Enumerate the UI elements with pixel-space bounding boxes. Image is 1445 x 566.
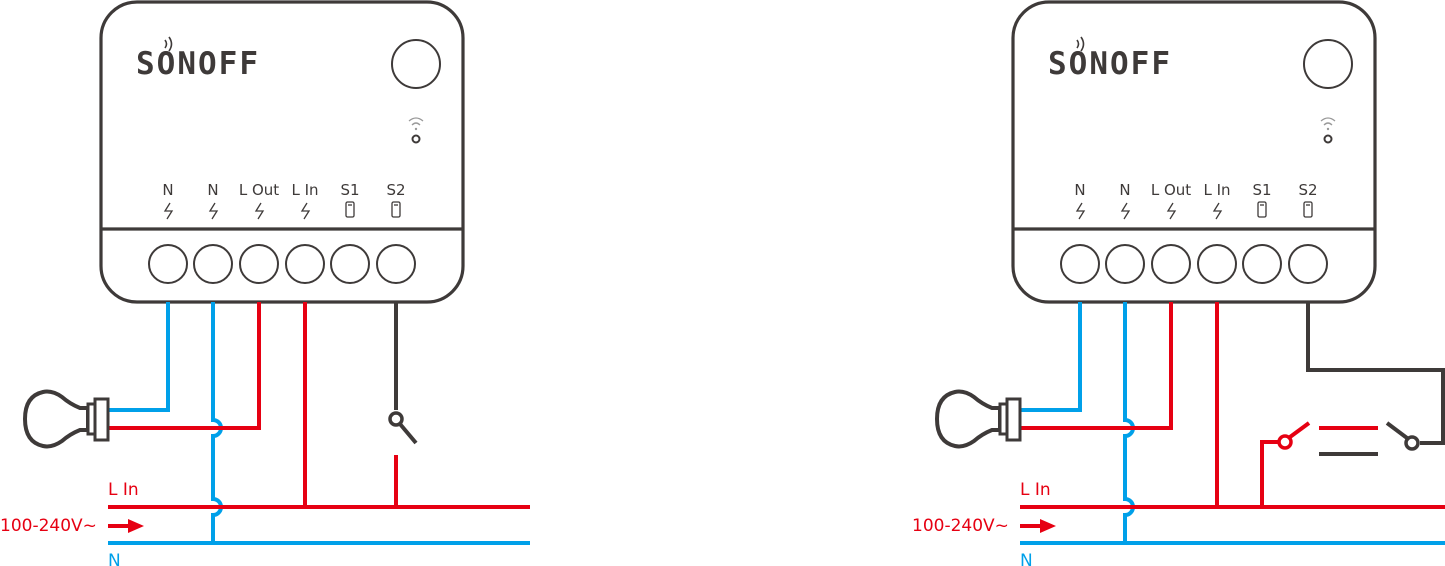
- terminal-label: N: [207, 181, 218, 199]
- neutral-to-bulb-wire: [1020, 302, 1082, 412]
- switch-a-lever: [1288, 421, 1311, 439]
- light-bulb-icon: [23, 389, 110, 449]
- diagram-single-switch: SONOFF N N L Out L In S1 S2 L In 100-240…: [0, 0, 530, 566]
- voltage-label: 100-240V~: [912, 516, 1009, 536]
- terminal-label: N: [162, 181, 173, 199]
- voltage-label: 100-240V~: [0, 516, 97, 536]
- terminal-label: L In: [1203, 181, 1230, 199]
- diagram-two-way-switch: SONOFF N N L Out L In S1 S2 L In 100-240…: [912, 0, 1445, 566]
- lout-wire: [108, 302, 261, 430]
- switch-a-live-wire: [1260, 440, 1278, 507]
- lout-wire: [1020, 302, 1173, 430]
- s2-wire: [1306, 302, 1445, 445]
- switch-lever: [398, 422, 418, 445]
- neutral-wire: [1123, 302, 1135, 543]
- arrow-right-icon: [1020, 519, 1056, 533]
- switch-b-lever: [1385, 421, 1409, 440]
- terminal-label: S2: [386, 181, 405, 199]
- terminal-label: S1: [1252, 181, 1271, 199]
- neutral-to-bulb-wire: [108, 302, 170, 412]
- terminal-label: S2: [1298, 181, 1317, 199]
- brand-logo: SONOFF: [136, 46, 260, 82]
- terminal-label: N: [1074, 181, 1085, 199]
- switch-pivot: [388, 411, 404, 427]
- terminal-label: L In: [291, 181, 318, 199]
- terminal-label: L Out: [1151, 181, 1191, 199]
- switch-a-pivot: [1277, 434, 1293, 450]
- brand-logo: SONOFF: [1048, 46, 1172, 82]
- neutral-wire: [211, 302, 223, 543]
- neutral-label: N: [1020, 551, 1033, 566]
- terminal-label: S1: [340, 181, 359, 199]
- light-bulb-icon: [935, 389, 1022, 449]
- live-label: L In: [1020, 480, 1051, 500]
- terminal-label: N: [1119, 181, 1130, 199]
- terminal-label: L Out: [239, 181, 279, 199]
- arrow-right-icon: [108, 519, 144, 533]
- switch-b-pivot: [1404, 435, 1420, 451]
- neutral-label: N: [108, 551, 121, 566]
- live-label: L In: [108, 480, 139, 500]
